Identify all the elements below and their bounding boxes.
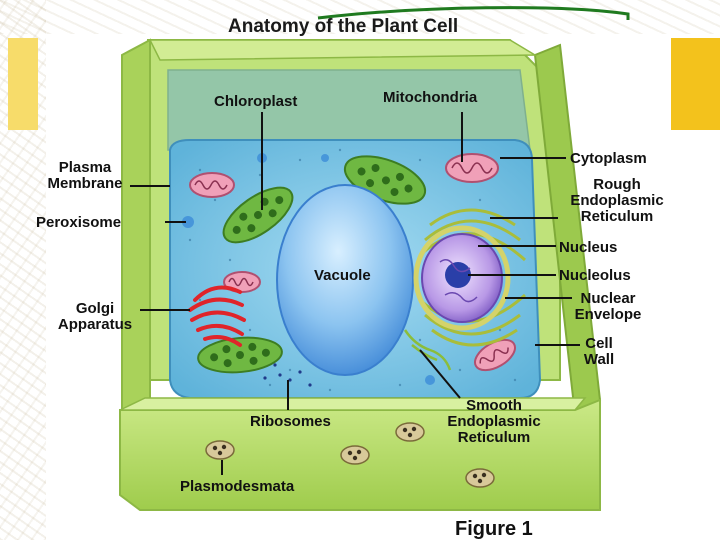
label-smooth-er-line3: Reticulum xyxy=(457,429,531,446)
label-cytoplasm: Cytoplasm xyxy=(570,150,647,167)
label-plasmodesmata: Plasmodesmata xyxy=(180,478,295,495)
plasmodesmata-group xyxy=(205,422,495,488)
label-nucleolus: Nucleolus xyxy=(559,267,631,284)
title-swoosh xyxy=(317,6,630,20)
label-mitochondria: Mitochondria xyxy=(383,89,478,106)
label-nucleus: Nucleus xyxy=(559,239,618,256)
label-rough-er-line2: Endoplasmic xyxy=(570,192,664,209)
leader-lines xyxy=(130,112,580,475)
label-rough-er: Rough Endoplasmic Reticulum xyxy=(562,177,672,225)
vacuole xyxy=(276,184,414,376)
label-golgi-apparatus: Golgi Apparatus xyxy=(50,301,140,333)
label-cell-wall-line1: Cell xyxy=(585,335,613,352)
label-smooth-er-line2: Endoplasmic xyxy=(447,413,541,430)
label-chloroplast: Chloroplast xyxy=(214,93,298,110)
cell-wall-left xyxy=(121,38,151,417)
peroxisome-group xyxy=(182,153,435,385)
cell-wall-front-lip xyxy=(119,397,587,411)
decorative-yellow-block-right xyxy=(671,38,720,130)
mitochondrion-left xyxy=(189,172,235,198)
diagram-title: Anatomy of the Plant Cell xyxy=(228,16,459,37)
chromatin xyxy=(439,259,478,303)
ribosomes-dots xyxy=(263,363,312,387)
label-nuclear-envelope-line2: Envelope xyxy=(574,306,642,323)
decorative-yellow-block-left xyxy=(8,38,38,130)
label-smooth-er-line1: Smooth xyxy=(466,397,522,414)
nuclear-envelope xyxy=(413,225,511,331)
mitochondrion-bottom-right xyxy=(474,338,516,372)
nucleolus xyxy=(445,262,471,288)
chloroplast-bottom xyxy=(197,336,283,374)
label-peroxisome: Peroxisome xyxy=(36,214,122,231)
chloroplast-upper xyxy=(222,186,294,244)
label-plasma-membrane: Plasma Membrane xyxy=(40,160,130,192)
cytoplasm-speckles xyxy=(188,148,517,392)
background-texture-top xyxy=(0,0,720,34)
label-cell-wall: Cell Wall xyxy=(576,336,622,368)
label-nuclear-envelope-line1: Nuclear xyxy=(580,290,636,307)
label-smooth-er: Smooth Endoplasmic Reticulum xyxy=(436,398,552,446)
label-vacuole: Vacuole xyxy=(314,267,371,284)
label-plasma-membrane-line1: Plasma xyxy=(58,159,112,176)
label-rough-er-line1: Rough xyxy=(593,176,641,193)
label-plasma-membrane-line2: Membrane xyxy=(47,175,123,192)
label-nuclear-envelope: Nuclear Envelope xyxy=(565,291,651,323)
mitochondrion-top xyxy=(445,153,499,183)
cell-wall-top xyxy=(148,39,538,61)
label-golgi-line2: Apparatus xyxy=(57,316,133,333)
label-rough-er-line3: Reticulum xyxy=(580,208,654,225)
label-cell-wall-line2: Wall xyxy=(583,351,615,368)
golgi-apparatus xyxy=(188,285,246,347)
label-golgi-line1: Golgi xyxy=(75,300,115,317)
inner-back-membrane xyxy=(167,69,531,151)
figure-caption: Figure 1 xyxy=(455,518,533,540)
label-ribosomes: Ribosomes xyxy=(250,413,331,430)
